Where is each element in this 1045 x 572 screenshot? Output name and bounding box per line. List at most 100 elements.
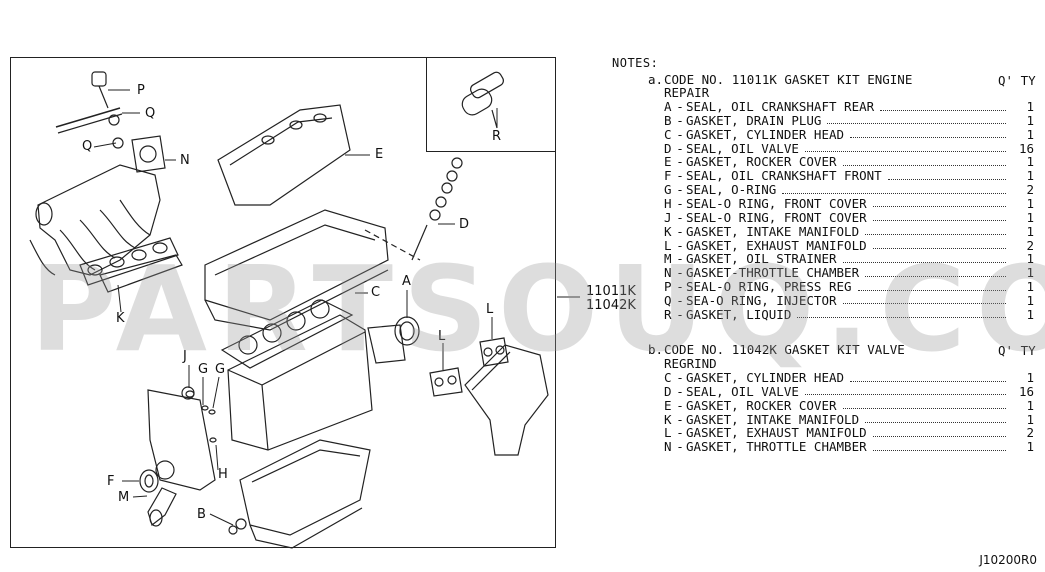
- part-code: Q: [664, 292, 672, 308]
- part-description: GASKET, OIL STRAINER: [686, 251, 837, 267]
- dot-leader: [842, 256, 1006, 263]
- part-description: SEAL, OIL VALVE: [686, 383, 799, 399]
- callout-r: R: [492, 129, 502, 144]
- callout-p: P: [137, 83, 145, 98]
- kit-a-qty-header: Q' TY: [998, 73, 1036, 88]
- kit-b-qty-header: Q' TY: [998, 343, 1036, 358]
- dot-leader: [842, 297, 1006, 305]
- callout-g-2: G: [215, 362, 226, 377]
- callout-b: B: [197, 507, 206, 522]
- part-dash: -: [676, 195, 684, 211]
- part-quantity: 1: [1026, 195, 1034, 211]
- callout-m: M: [118, 490, 130, 505]
- part-dash: -: [676, 306, 684, 322]
- part-description: GASKET, INTAKE MANIFOLD: [686, 411, 860, 427]
- part-quantity: 1: [1026, 306, 1034, 322]
- callout-f: F: [107, 474, 115, 489]
- dot-leader: [850, 131, 1006, 139]
- part-quantity: 1: [1026, 99, 1034, 114]
- part-code: C: [664, 126, 672, 142]
- o-rings: [185, 390, 217, 443]
- intake-manifold-gasket: [79, 237, 183, 293]
- part-quantity: 1: [1026, 411, 1034, 427]
- part-description: GASKET, CYLINDER HEAD: [686, 370, 845, 385]
- part-dash: -: [676, 411, 684, 427]
- dot-leader: [887, 173, 1006, 180]
- callout-k: K: [116, 311, 125, 326]
- part-dash: -: [676, 223, 684, 239]
- part-dash: -: [676, 168, 684, 184]
- part-description: GASKET, ROCKER COVER: [686, 397, 837, 413]
- part-code: N: [664, 265, 672, 281]
- part-quantity: 2: [1026, 182, 1034, 198]
- leader-lines: [93, 89, 580, 526]
- callout-j: J: [183, 349, 187, 364]
- dot-leader: [782, 187, 1006, 194]
- engine-block: [227, 314, 373, 451]
- part-quantity: 16: [1018, 140, 1034, 156]
- notes-label: NOTES:: [612, 56, 659, 70]
- part-code: K: [664, 411, 672, 427]
- diagram-frame: [10, 57, 556, 548]
- callout-a: A: [402, 274, 411, 289]
- exhaust-manifold: [464, 344, 549, 456]
- part-dash: -: [676, 99, 684, 114]
- dot-leader: [880, 104, 1006, 111]
- crankshaft-front-seal: [139, 469, 159, 493]
- part-description: SEAL-O RING, FRONT COVER: [686, 209, 867, 225]
- part-code: B: [664, 112, 672, 128]
- inset-box-liquid-gasket: [426, 57, 556, 152]
- part-dash: -: [676, 370, 684, 385]
- part-dash: -: [676, 383, 684, 399]
- part-quantity: 1: [1026, 370, 1034, 385]
- part-dash: -: [676, 425, 684, 441]
- part-quantity: 1: [1026, 279, 1034, 295]
- dot-leader: [872, 200, 1006, 208]
- part-dash: -: [676, 251, 684, 267]
- rocker-cover: [217, 104, 351, 206]
- part-code: D: [664, 383, 672, 399]
- part-code: L: [664, 425, 672, 441]
- part-description: SEAL, OIL VALVE: [686, 140, 799, 156]
- part-quantity: 1: [1026, 126, 1034, 142]
- oil-pan: [239, 439, 371, 549]
- dot-leader: [872, 430, 1006, 437]
- part-dash: -: [676, 112, 684, 128]
- callout-l-1: L: [438, 329, 446, 344]
- dot-leader: [804, 388, 1006, 396]
- dot-leader: [872, 214, 1006, 222]
- kit-code-11042k: 11042K: [586, 298, 636, 313]
- callout-l-2: L: [486, 302, 494, 317]
- part-code: P: [664, 279, 672, 295]
- part-description: GASKET, CYLINDER HEAD: [686, 126, 845, 142]
- part-quantity: 1: [1026, 265, 1034, 281]
- callout-c: C: [371, 285, 381, 300]
- dot-leader: [865, 416, 1006, 424]
- pressure-regulator: [91, 71, 124, 149]
- drain-plug-gasket: [228, 518, 247, 535]
- part-quantity: 1: [1026, 112, 1034, 128]
- part-dash: -: [676, 279, 684, 295]
- kit-b-marker: b.: [648, 342, 664, 357]
- part-description: SEA-O RING, INJECTOR: [686, 292, 837, 308]
- parts-list-row: K-GASKET, INTAKE MANIFOLD 1: [664, 411, 1034, 427]
- dot-leader: [842, 159, 1006, 166]
- part-code: G: [664, 182, 672, 198]
- part-dash: -: [676, 209, 684, 225]
- part-dash: -: [676, 154, 684, 170]
- dot-leader: [797, 311, 1006, 319]
- part-description: SEAL-O RING, FRONT COVER: [686, 195, 867, 211]
- kit-a-title: CODE NO. 11011K GASKET KIT ENGINE: [664, 72, 913, 87]
- valve-stem-seals: [411, 157, 463, 261]
